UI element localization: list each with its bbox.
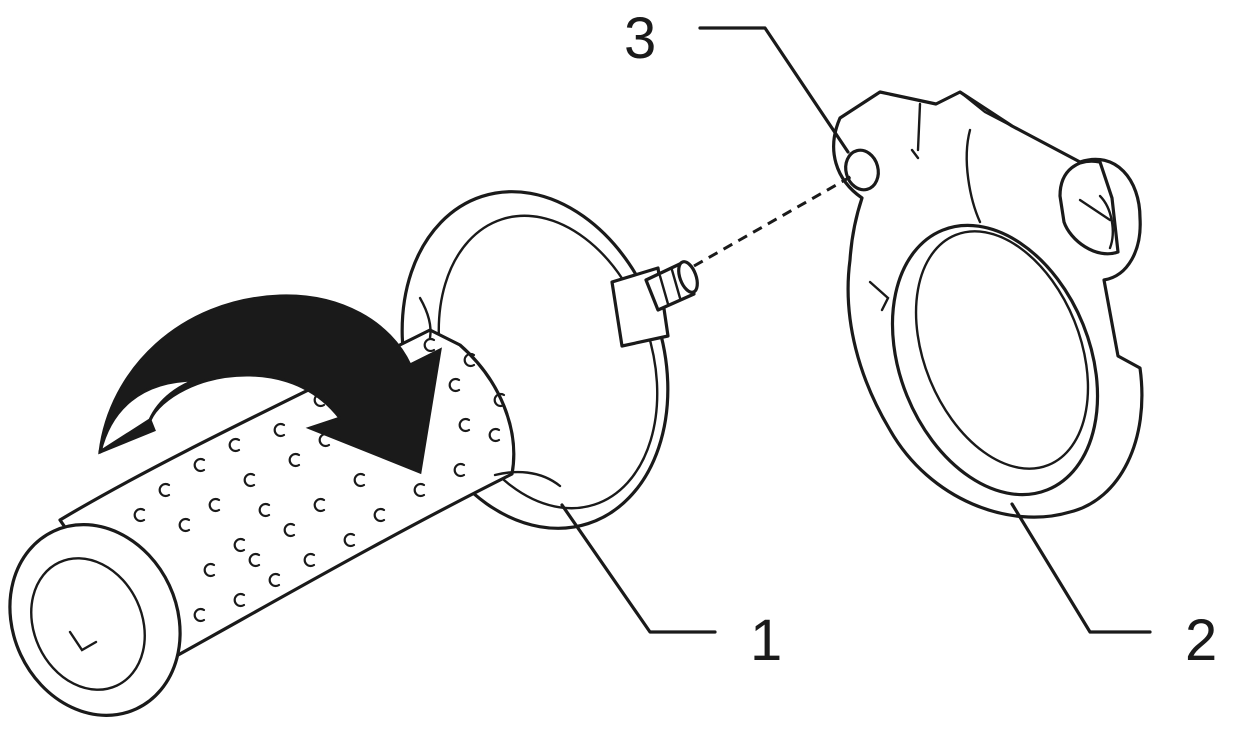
grip-texture-mark xyxy=(273,422,286,438)
grip-texture-mark xyxy=(423,337,436,353)
grip-texture-mark xyxy=(463,352,476,368)
grip-texture-mark xyxy=(283,522,296,538)
grip-texture-mark xyxy=(258,502,271,518)
grip-texture-mark xyxy=(233,537,246,553)
grip-texture-mark xyxy=(178,517,191,533)
grip-clamp xyxy=(832,90,1144,519)
leader-line-1 xyxy=(560,503,717,634)
grip-texture-mark xyxy=(453,462,466,478)
callout-2: 2 xyxy=(1185,608,1217,673)
grip-texture-mark xyxy=(233,592,246,608)
grip-texture-mark xyxy=(158,482,171,498)
grip-texture-mark xyxy=(313,497,326,513)
grip-texture-mark xyxy=(193,457,206,473)
grip-texture-mark xyxy=(243,472,256,488)
rotation-arrow xyxy=(98,294,442,475)
grip-texture-mark xyxy=(448,377,461,393)
grip-texture-mark xyxy=(203,562,216,578)
leader-line-2 xyxy=(1010,502,1152,634)
grip-texture-mark xyxy=(343,532,356,548)
grip-texture-mark xyxy=(413,482,426,498)
assembly-guide-line xyxy=(693,174,853,268)
grip-texture-mark xyxy=(303,552,316,568)
grip-texture-mark xyxy=(458,417,471,433)
grip-texture-mark xyxy=(268,572,281,588)
grip-texture-mark xyxy=(133,507,146,523)
grip-texture-mark xyxy=(373,507,386,523)
grip-texture-mark xyxy=(288,452,301,468)
grip-texture-mark xyxy=(208,497,221,513)
grip-texture-mark xyxy=(493,392,506,408)
grip-texture-mark xyxy=(488,427,501,443)
grip-texture-mark xyxy=(228,437,241,453)
grip-texture-mark xyxy=(353,472,366,488)
callout-3: 3 xyxy=(624,6,656,71)
callout-1: 1 xyxy=(750,608,782,673)
grip-texture-mark xyxy=(193,607,206,623)
grip-texture-mark xyxy=(248,552,261,568)
leader-line-3 xyxy=(698,26,850,154)
threaded-stud xyxy=(610,260,699,348)
